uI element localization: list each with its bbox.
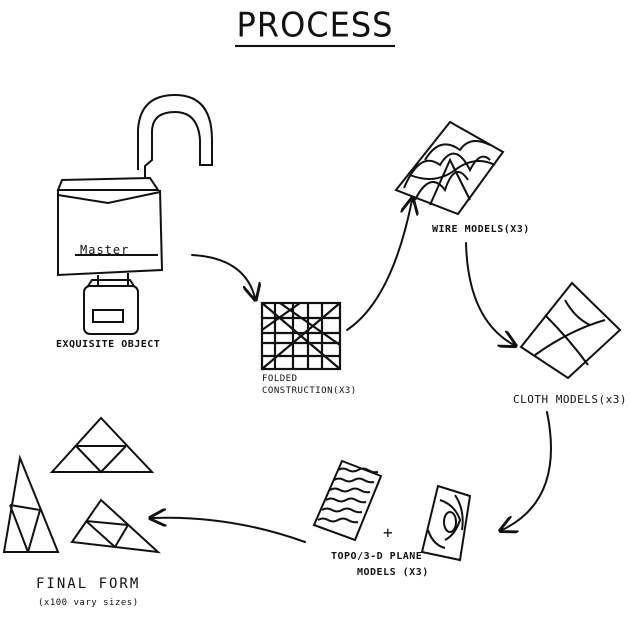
master-label: Master [80,243,130,257]
arrow-folded-to-wire [346,200,412,331]
final-form-drawing [2,416,161,554]
folded-construction-drawing [260,301,342,371]
wire-models-drawing [394,120,505,216]
folded-construction-label-line1: FOLDED [262,374,298,384]
final-form-sublabel: (x100 vary sizes) [38,598,139,608]
arrow-topo-to-final [152,518,306,543]
final-form-label: FINAL FORM [36,576,141,592]
flow-arrows [152,200,552,543]
arrow-cloth-to-topo [502,411,552,530]
cloth-models-drawing [519,281,622,380]
exquisite-object-drawing [56,93,213,335]
wire-models-label: WIRE MODELS(x3) [432,224,530,235]
folded-construction-label-line2: CONSTRUCTION(x3) [262,386,357,396]
topo-models-drawing [312,459,472,562]
arrow-object-to-folded [191,254,255,298]
topo-models-label-line2: MODELS (x3) [357,567,429,578]
page-title: PROCESS [0,5,630,48]
topo-models-label-line1: TOPO/3-D PLANE [331,551,423,562]
arrow-wire-to-cloth [465,242,514,345]
plus-sign: + [383,523,394,542]
exquisite-object-label: EXQUISITE OBJECT [56,339,161,350]
cloth-models-label: CLOTH MODELS(x3) [513,393,627,406]
